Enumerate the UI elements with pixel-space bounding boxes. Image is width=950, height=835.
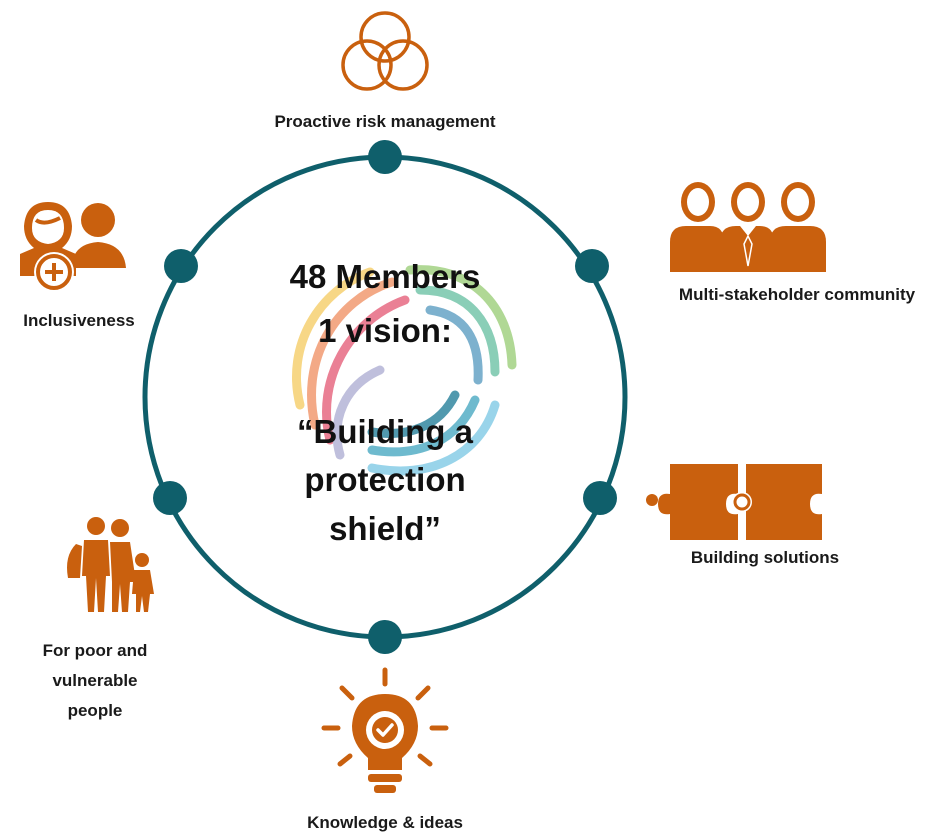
label-proactive-risk: Proactive risk management (274, 112, 496, 131)
center-quote-line-2: protection (304, 461, 466, 498)
ring-node-lower-left (153, 481, 187, 515)
family-icon (67, 517, 154, 612)
ring-node-upper-left (164, 249, 198, 283)
vision-ring (142, 154, 628, 640)
ring-node-lower-right (583, 481, 617, 515)
inclusion-person-plus-icon (20, 202, 126, 292)
label-multi-stakeholder: Multi-stakeholder community (678, 285, 916, 304)
center-members-text: 48 Members (289, 258, 481, 295)
ring-node-top (368, 140, 402, 174)
label-poor-vulnerable-line-3: people (67, 701, 123, 720)
ring-node-bottom (368, 620, 402, 654)
label-poor-vulnerable-line-1: For poor and (42, 641, 148, 660)
center-vision-text: 1 vision: (318, 312, 452, 349)
overlapping-circles-icon (341, 11, 429, 91)
people-group-icon (670, 182, 826, 272)
center-quote-line-3: shield” (329, 510, 441, 547)
label-poor-vulnerable-line-2: vulnerable (52, 671, 138, 690)
ring-node-upper-right (575, 249, 609, 283)
logo-swirl-icon (292, 265, 517, 476)
label-inclusiveness: Inclusiveness (23, 311, 135, 330)
label-poor-vulnerable: For poor and vulnerable people (20, 636, 170, 726)
label-building-solutions: Building solutions (690, 548, 840, 567)
lightbulb-check-icon (321, 667, 449, 793)
center-quote-line-1: “Building a (297, 413, 473, 450)
puzzle-pieces-icon (646, 464, 822, 540)
label-knowledge-ideas: Knowledge & ideas (307, 813, 463, 832)
